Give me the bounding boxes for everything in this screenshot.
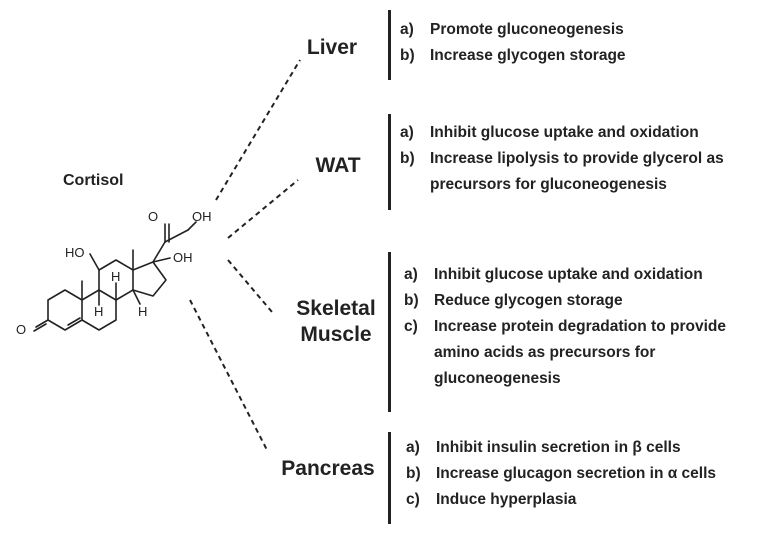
atom-label-ketone-o: O: [148, 209, 158, 224]
effect-text: Increase glucagon secretion in α cells: [436, 465, 717, 482]
list-item: a) Inhibit glucose uptake and oxidation: [400, 120, 740, 146]
list-item: b) Increase lipolysis to provide glycerol…: [400, 146, 740, 198]
effects-list-skeletal-muscle: a) Inhibit glucose uptake and oxidation b…: [404, 262, 749, 392]
effect-text: Inhibit insulin secretion in β cells: [436, 439, 681, 456]
atom-label-h: H: [138, 304, 147, 319]
effects-list-wat: a) Inhibit glucose uptake and oxidation b…: [400, 120, 740, 198]
list-marker: b): [400, 150, 415, 167]
list-marker: b): [400, 47, 415, 64]
list-item: a) Inhibit glucose uptake and oxidation: [404, 262, 749, 288]
bracket-bar-liver: [388, 10, 391, 80]
effects-list-liver: a) Promote gluconeogenesis b) Increase gly…: [400, 17, 730, 69]
connector-wat: [227, 179, 299, 239]
atom-label-h: H: [94, 304, 103, 319]
effect-text: Reduce glycogen storage: [434, 292, 623, 309]
atom-label-3-o: O: [16, 322, 26, 337]
molecule-name: Cortisol: [63, 172, 124, 189]
list-marker: a): [400, 21, 414, 38]
list-item: b) Increase glycogen storage: [400, 43, 730, 69]
connector-skeletal-muscle: [227, 259, 273, 313]
atom-label-21-oh: OH: [192, 209, 212, 224]
list-marker: a): [404, 266, 418, 283]
list-item: b) Reduce glycogen storage: [404, 288, 749, 314]
organ-label-liver: Liver: [306, 36, 358, 59]
list-item: a) Promote gluconeogenesis: [400, 17, 730, 43]
bracket-bar-wat: [388, 114, 391, 210]
atom-label-17-oh: OH: [173, 250, 193, 265]
organ-label-pancreas: Pancreas: [281, 457, 375, 480]
list-marker: b): [404, 292, 419, 309]
list-item: c) Increase protein degradation to provid…: [404, 314, 749, 392]
list-marker: c): [406, 491, 420, 508]
effect-text: Induce hyperplasia: [436, 491, 577, 508]
effect-text: Increase glycogen storage: [430, 47, 626, 64]
list-item: c) Induce hyperplasia: [406, 487, 746, 513]
effect-text: Increase protein degradation to provide …: [434, 318, 726, 387]
list-item: b) Increase glucagon secretion in α cells: [406, 461, 746, 487]
effects-list-pancreas: a) Inhibit insulin secretion in β cells b…: [406, 435, 746, 513]
bracket-bar-skeletal-muscle: [388, 252, 391, 412]
effect-text: Inhibit glucose uptake and oxidation: [430, 124, 699, 141]
list-marker: a): [406, 439, 420, 456]
organ-label-wat: WAT: [315, 154, 361, 177]
effect-text: Increase lipolysis to provide glycerol a…: [430, 150, 724, 193]
list-marker: a): [400, 124, 414, 141]
effect-text: Promote gluconeogenesis: [430, 21, 624, 38]
list-item: a) Inhibit insulin secretion in β cells: [406, 435, 746, 461]
effect-text: Inhibit glucose uptake and oxidation: [434, 266, 703, 283]
connector-liver: [215, 59, 301, 201]
connector-pancreas: [189, 299, 269, 453]
bracket-bar-pancreas: [388, 432, 391, 524]
list-marker: b): [406, 465, 421, 482]
atom-label-11-ho: HO: [65, 245, 85, 260]
atom-label-h: H: [111, 269, 120, 284]
list-marker: c): [404, 318, 418, 335]
organ-label-skeletal-muscle: Skeletal Muscle: [296, 297, 376, 346]
